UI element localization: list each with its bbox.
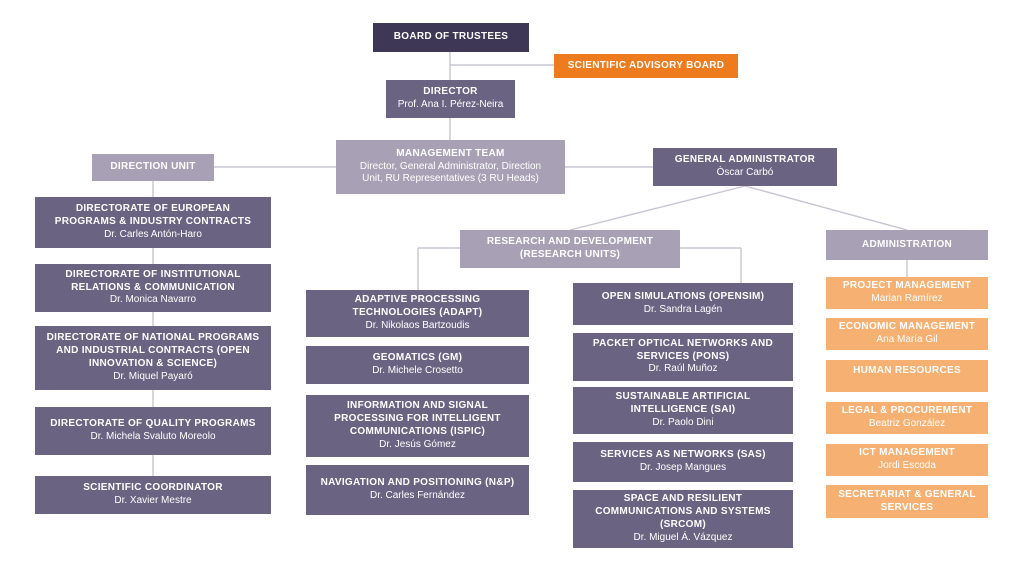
research-unit-box: GEOMATICS (GM) Dr. Michele Crosetto — [306, 346, 529, 384]
direction-unit-item: DIRECTORATE OF NATIONAL PROGRAMS AND IND… — [35, 326, 271, 390]
research-unit-box: INFORMATION AND SIGNAL PROCESSING FOR IN… — [306, 395, 529, 457]
directorate-title: DIRECTORATE OF EUROPEAN PROGRAMS & INDUS… — [54, 203, 252, 228]
director-box: DIRECTOR Prof. Ana I. Pérez-Neira — [386, 80, 515, 118]
admin-item-title: HUMAN RESOURCES — [853, 365, 961, 376]
administration-title: ADMINISTRATION — [861, 238, 953, 250]
scientific-advisory-board: SCIENTIFIC ADVISORY BOARD — [554, 54, 738, 78]
research-unit-title: SUSTAINABLE ARTIFICIAL INTELLIGENCE (SAI… — [615, 391, 751, 416]
research-unit-box: SUSTAINABLE ARTIFICIAL INTELLIGENCE (SAI… — [573, 387, 793, 434]
administration-header: ADMINISTRATION — [826, 230, 988, 260]
research-unit-head: Dr. Josep Mangues — [639, 462, 727, 473]
research-unit-title: PACKET OPTICAL NETWORKS AND SERVICES (PO… — [592, 337, 774, 362]
research-development-header: RESEARCH AND DEVELOPMENT (RESEARCH UNITS… — [460, 230, 680, 268]
general-admin-name: Òscar Carbó — [716, 167, 774, 178]
directorate-name: Dr. Carles Antón-Haro — [104, 228, 202, 240]
sab-title: SCIENTIFIC ADVISORY BOARD — [567, 59, 725, 71]
directorate-name: Dr. Xavier Mestre — [114, 495, 192, 506]
directorate-name: Dr. Monica Navarro — [109, 294, 197, 306]
research-unit-title: ADAPTIVE PROCESSING TECHNOLOGIES (ADAPT) — [352, 294, 483, 319]
research-unit-head: Dr. Sandra Lagén — [643, 304, 723, 315]
admin-item-name: Ana María Gil — [876, 334, 938, 345]
research-unit-title: SPACE AND RESILIENT COMMUNICATIONS AND S… — [595, 493, 771, 530]
admin-item-title: ICT MANAGEMENT — [859, 447, 955, 459]
administration-item: ICT MANAGEMENT Jordi Escoda — [826, 444, 988, 476]
research-unit-head: Dr. Paolo Dini — [652, 416, 714, 428]
direction-unit-title: DIRECTION UNIT — [110, 161, 196, 173]
research-unit-title: INFORMATION AND SIGNAL PROCESSING FOR IN… — [334, 400, 501, 437]
rd-title: RESEARCH AND DEVELOPMENT (RESEARCH UNITS… — [486, 236, 654, 260]
research-unit-head: Dr. Miguel Á. Vázquez — [633, 531, 733, 543]
director-name: Prof. Ana I. Pérez-Neira — [397, 99, 504, 110]
administration-item: PROJECT MANAGEMENT Marian Ramírez — [826, 277, 988, 309]
research-unit-box: OPEN SIMULATIONS (OPENSIM) Dr. Sandra La… — [573, 283, 793, 325]
research-unit-title: OPEN SIMULATIONS (OPENSIM) — [601, 291, 765, 303]
direction-unit-item: DIRECTORATE OF INSTITUTIONAL RELATIONS &… — [35, 264, 271, 312]
admin-item-name: Beatriz González — [868, 418, 946, 429]
directorate-title: DIRECTORATE OF NATIONAL PROGRAMS AND IND… — [46, 332, 260, 369]
research-unit-box: PACKET OPTICAL NETWORKS AND SERVICES (PO… — [573, 333, 793, 381]
direction-unit-item: DIRECTORATE OF EUROPEAN PROGRAMS & INDUS… — [35, 197, 271, 248]
administration-item: HUMAN RESOURCES — [826, 360, 988, 392]
research-unit-box: SERVICES AS NETWORKS (SAS) Dr. Josep Man… — [573, 442, 793, 482]
board-of-trustees: BOARD OF TRUSTEES — [373, 23, 529, 52]
admin-item-name: Marian Ramírez — [871, 293, 943, 304]
research-unit-head: Dr. Raúl Muñoz — [648, 363, 718, 375]
directorate-name: Dr. Miquel Payaró — [113, 370, 193, 382]
admin-item-title: ECONOMIC MANAGEMENT — [838, 321, 976, 333]
direction-unit-item: SCIENTIFIC COORDINATOR Dr. Xavier Mestre — [35, 476, 271, 514]
management-title: MANAGEMENT TEAM — [396, 147, 505, 159]
admin-item-title: SECRETARIAT & GENERAL SERVICES — [838, 488, 976, 513]
research-unit-title: GEOMATICS (GM) — [372, 352, 463, 364]
research-unit-head: Dr. Carles Fernández — [369, 490, 466, 501]
management-detail: Director, General Administrator, Directi… — [359, 160, 542, 185]
research-unit-box: NAVIGATION AND POSITIONING (N&P) Dr. Car… — [306, 465, 529, 515]
direction-unit-header: DIRECTION UNIT — [92, 154, 214, 181]
general-admin-title: GENERAL ADMINISTRATOR — [674, 154, 816, 166]
admin-item-title: PROJECT MANAGEMENT — [842, 280, 972, 292]
directorate-title: SCIENTIFIC COORDINATOR — [83, 482, 223, 494]
director-title: DIRECTOR — [423, 86, 478, 98]
research-unit-title: NAVIGATION AND POSITIONING (N&P) — [320, 477, 515, 489]
research-unit-box: ADAPTIVE PROCESSING TECHNOLOGIES (ADAPT)… — [306, 290, 529, 337]
direction-unit-item: DIRECTORATE OF QUALITY PROGRAMS Dr. Mich… — [35, 407, 271, 455]
research-unit-title: SERVICES AS NETWORKS (SAS) — [600, 449, 766, 461]
directorate-title: DIRECTORATE OF INSTITUTIONAL RELATIONS &… — [65, 268, 241, 293]
board-title: BOARD OF TRUSTEES — [393, 31, 509, 43]
directorate-title: DIRECTORATE OF QUALITY PROGRAMS — [50, 418, 256, 430]
admin-item-name: Jordi Escoda — [878, 460, 936, 471]
administration-item: ECONOMIC MANAGEMENT Ana María Gil — [826, 318, 988, 350]
general-administrator-box: GENERAL ADMINISTRATOR Òscar Carbó — [653, 148, 837, 186]
research-unit-head: Dr. Nikolaos Bartzoudis — [365, 319, 470, 331]
research-unit-box: SPACE AND RESILIENT COMMUNICATIONS AND S… — [573, 490, 793, 548]
directorate-name: Dr. Michela Svaluto Moreolo — [90, 431, 216, 442]
research-unit-head: Dr. Jesús Gómez — [379, 438, 456, 450]
admin-item-title: LEGAL & PROCUREMENT — [841, 405, 973, 417]
research-unit-head: Dr. Michele Crosetto — [372, 365, 463, 376]
administration-item: LEGAL & PROCUREMENT Beatriz González — [826, 402, 988, 434]
administration-item: SECRETARIAT & GENERAL SERVICES — [826, 485, 988, 518]
management-team-box: MANAGEMENT TEAM Director, General Admini… — [336, 140, 565, 194]
